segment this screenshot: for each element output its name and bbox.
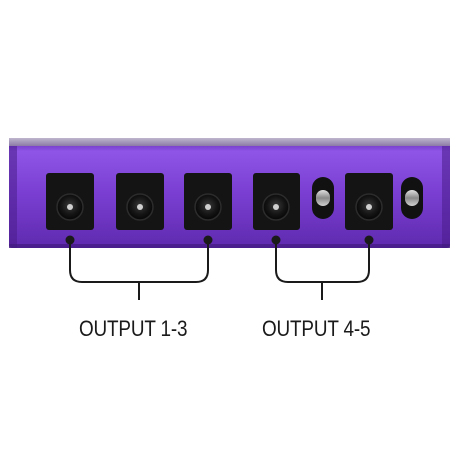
enclosure-right-side — [442, 146, 450, 248]
dc-jack-pin — [67, 204, 73, 210]
dc-jack-3 — [184, 173, 232, 230]
label-output-4-5: OUTPUT 4-5 — [262, 316, 371, 341]
dc-jack-pin — [273, 204, 279, 210]
dc-jack-1 — [46, 173, 94, 230]
toggle-switch-4 — [312, 177, 334, 219]
dc-jack-5 — [345, 173, 393, 230]
dc-jack-pin — [137, 204, 143, 210]
enclosure-left-side — [9, 146, 17, 248]
leader-lines-output-4-5 — [271, 235, 374, 300]
dc-jack-4 — [253, 173, 300, 230]
label-output-1-3: OUTPUT 1-3 — [79, 316, 188, 341]
dc-jack-pin — [366, 204, 372, 210]
toggle-lever — [316, 190, 330, 206]
dc-jack-2 — [116, 173, 164, 230]
enclosure-top-edge — [9, 138, 450, 146]
enclosure-bottom-edge — [9, 244, 450, 248]
toggle-lever — [405, 190, 419, 206]
leader-lines-output-1-3 — [65, 235, 213, 300]
dc-jack-pin — [205, 204, 211, 210]
toggle-switch-5 — [401, 177, 423, 219]
